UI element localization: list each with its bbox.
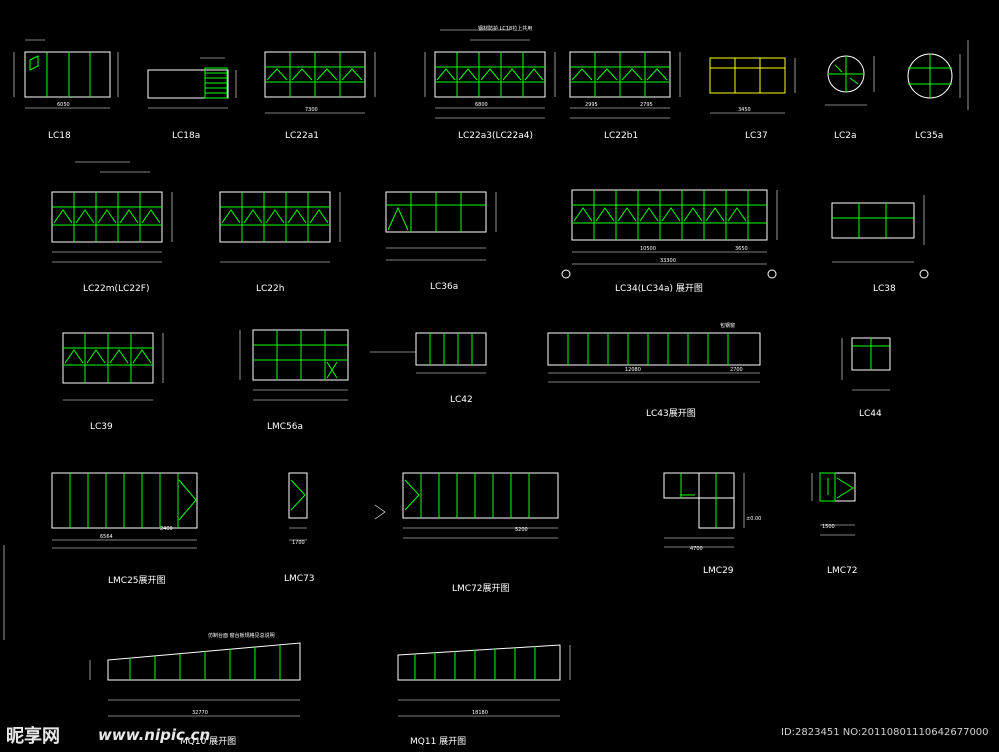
window-lc22a3 — [424, 29, 556, 119]
label-lc39: LC39 — [90, 422, 113, 432]
label-lmc56a: LMC56a — [267, 422, 303, 432]
label-mq11: MQ11 展开图 — [410, 736, 466, 747]
door-lmc72 — [811, 472, 856, 536]
dim-text: 2700 — [730, 367, 743, 373]
label-lc42: LC42 — [450, 395, 473, 405]
window-lc43 — [547, 332, 761, 383]
window-lc22m — [51, 161, 173, 263]
window-lc18 — [13, 39, 119, 109]
label-lmc72-expanded: LMC72展开图 — [452, 583, 510, 594]
dim-text: 2795 — [640, 102, 653, 108]
label-lc34: LC34(LC34a) 展开图 — [615, 283, 703, 294]
window-lc44 — [841, 337, 891, 391]
door-lmc73 — [288, 472, 308, 541]
label-lc2a: LC2a — [834, 131, 857, 141]
note-text: 钢材防护 LC18拉上共用 — [478, 25, 532, 32]
label-lc38: LC38 — [873, 284, 896, 294]
dim-text: 6800 — [475, 102, 488, 108]
dim-text: 2995 — [585, 102, 598, 108]
label-lmc73: LMC73 — [284, 574, 315, 584]
dim-text: 5200 — [515, 527, 528, 533]
watermark-url-text: www.nipic.cn — [98, 726, 211, 744]
label-lc22h: LC22h — [256, 284, 284, 294]
watermark-logo-text: 昵享网 — [6, 726, 60, 747]
wall-elevation-right — [397, 644, 571, 717]
dim-text: ±0.00 — [746, 516, 761, 522]
watermark-id: ID:2823451 NO:20110801110642677000 — [781, 727, 989, 738]
window-lc38 — [831, 195, 929, 279]
dim-text: 4700 — [690, 546, 703, 552]
window-lc42 — [370, 332, 487, 374]
label-lc35a: LC35a — [915, 131, 943, 141]
label-mq10: MQ10 展开图 — [180, 736, 236, 747]
label-lc44: LC44 — [859, 409, 882, 419]
label-lc22b1: LC22b1 — [604, 131, 638, 141]
window-lc35a — [907, 40, 969, 110]
dim-text: 10500 — [640, 246, 656, 252]
watermark-logo: 昵享网 — [6, 722, 60, 748]
label-lc43: LC43展开图 — [646, 408, 696, 419]
window-lc22b1 — [569, 51, 681, 119]
wall-elevation-left — [89, 642, 301, 717]
label-lc18: LC18 — [48, 131, 71, 141]
dim-text: 1500 — [822, 524, 835, 530]
dim-text: 18180 — [472, 710, 488, 716]
window-lc34 — [561, 189, 778, 279]
label-lmc25: LMC25展开图 — [108, 575, 166, 586]
window-lc22h — [219, 191, 341, 263]
label-lc22a3: LC22a3(LC22a4) — [458, 131, 533, 141]
label-lc18a: LC18a — [172, 131, 200, 141]
door-lmc72-expanded — [374, 472, 559, 539]
dim-text: 2400 — [160, 526, 173, 532]
door-lmc29 — [663, 472, 745, 548]
note-text: 仿制台面 窗台板规格见总说明 — [208, 632, 275, 639]
watermark-url: www.nipic.cn — [98, 726, 210, 744]
window-lc2a — [825, 55, 875, 106]
watermark-id-text: ID:2823451 NO:20110801110642677000 — [781, 727, 989, 738]
dim-text: 3650 — [735, 246, 748, 252]
dim-text: 7300 — [305, 107, 318, 113]
label-lmc72: LMC72 — [827, 566, 858, 576]
dim-text: 1700 — [292, 540, 305, 546]
label-lc22a1: LC22a1 — [285, 131, 319, 141]
note-text: 包钢窗 — [720, 322, 735, 329]
window-lc22a1 — [264, 51, 376, 114]
label-lc22m: LC22m(LC22F) — [83, 284, 149, 294]
door-lmc56a — [239, 329, 349, 401]
window-lc36a — [385, 191, 497, 261]
window-lc39 — [62, 332, 164, 401]
label-lc37: LC37 — [745, 131, 768, 141]
dim-text: 6050 — [57, 102, 70, 108]
dim-text: 3450 — [738, 107, 751, 113]
window-lc18a — [147, 57, 237, 109]
dim-text: 33300 — [660, 258, 676, 264]
dim-text: 6564 — [100, 534, 113, 540]
label-lc36a: LC36a — [430, 282, 458, 292]
dim-text: 32770 — [192, 710, 208, 716]
label-lmc29: LMC29 — [703, 566, 734, 576]
door-lmc25 — [51, 472, 198, 549]
dim-text: 12080 — [625, 367, 641, 373]
window-lc37 — [709, 57, 796, 114]
